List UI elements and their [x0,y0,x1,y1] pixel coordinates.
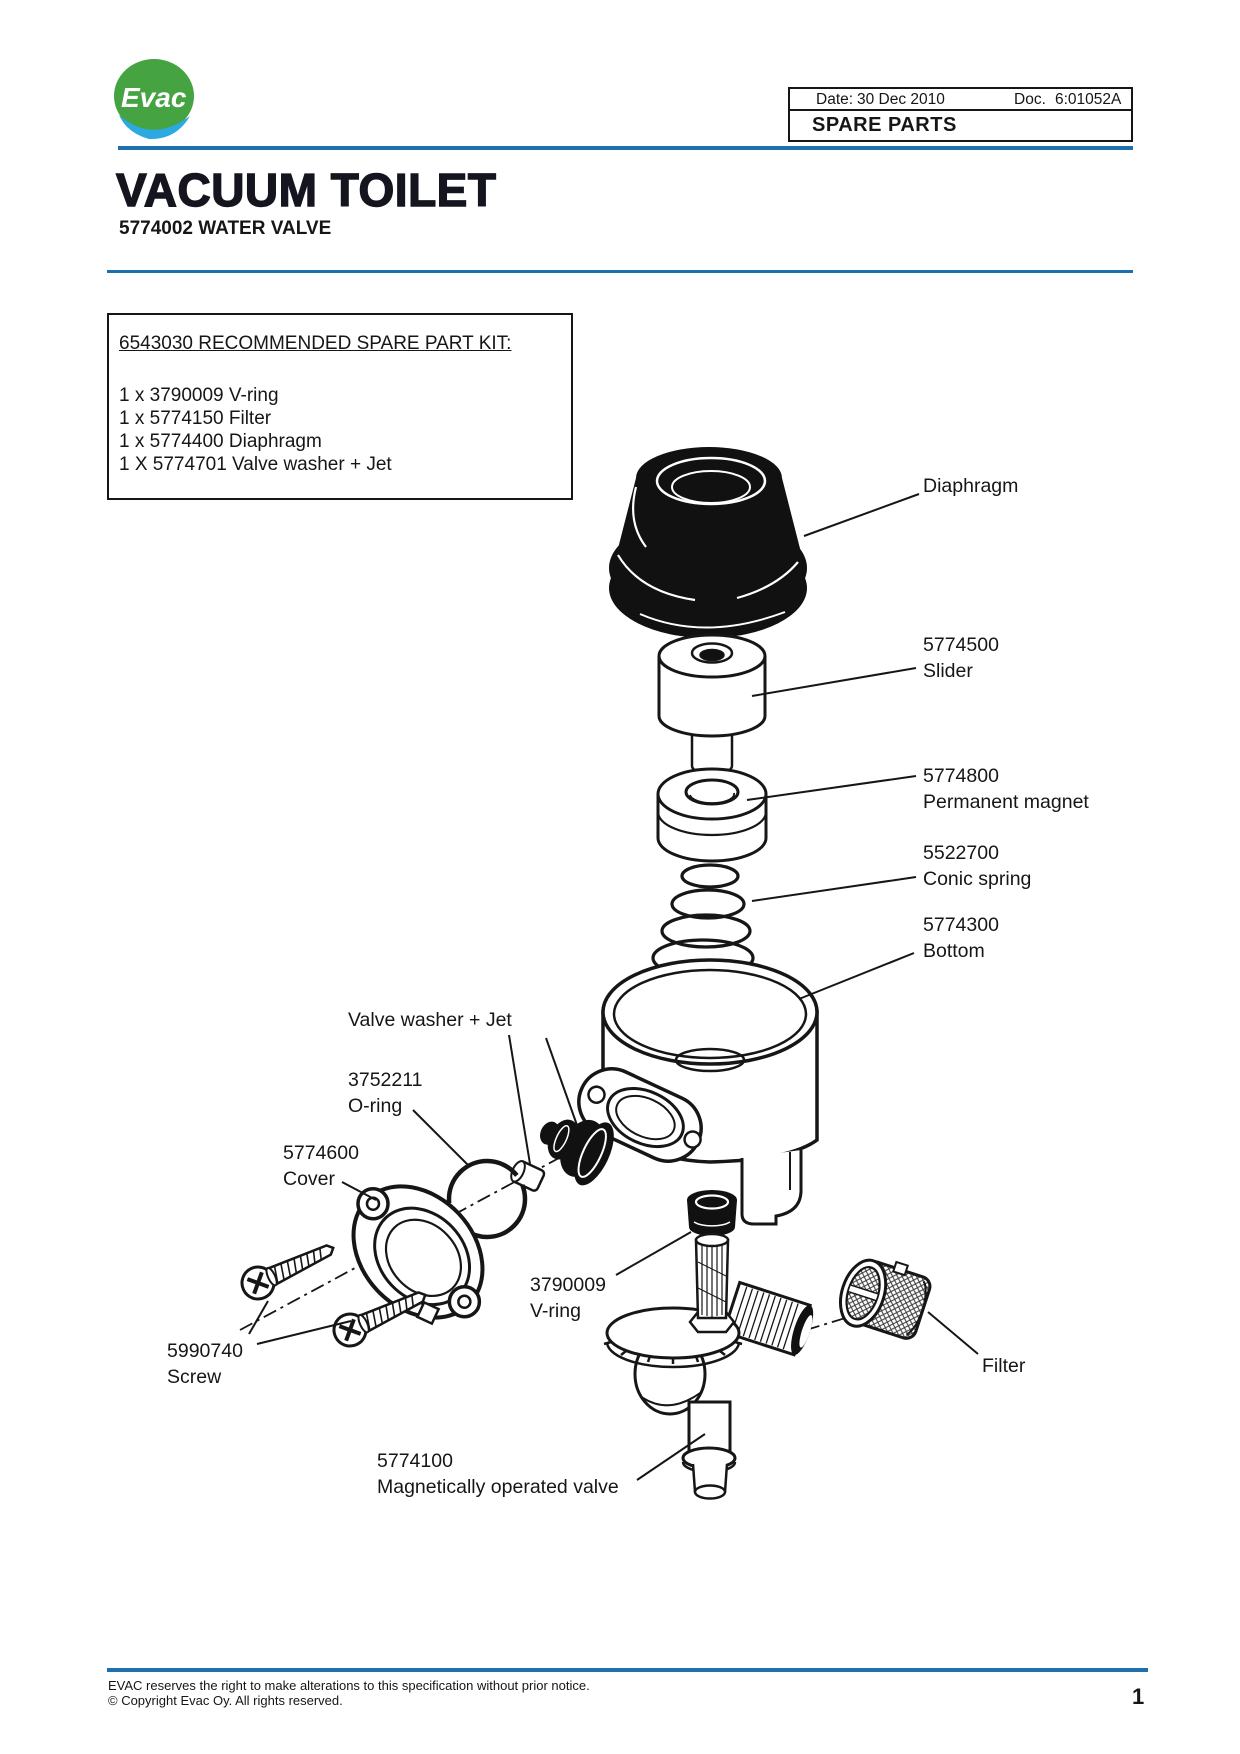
part-name: Slider [923,660,973,682]
part-name: Permanent magnet [923,791,1089,813]
label-cover: 5774600 Cover [283,1140,359,1192]
cover-part [351,1184,485,1320]
page-number: 1 [1132,1684,1145,1709]
screw-part [234,1231,342,1307]
header-divider-rule [118,146,1133,150]
label-filter: Filter [982,1353,1025,1379]
part-name: Screw [167,1366,222,1388]
label-valve: 5774100 Magnetically operated valve [377,1448,619,1500]
filter-part [839,1258,932,1340]
slider-part [657,633,767,776]
label-o-ring: 3752211 O-ring [348,1067,422,1119]
page-title: VACUUM TOILET [115,163,497,216]
footer-divider-rule [107,1668,1148,1672]
valve-part [603,1232,814,1500]
leader-lines [248,493,979,1481]
evac-logo: Evac [114,59,194,140]
label-valve-washer-jet: Valve washer + Jet [348,1007,512,1033]
part-name: Magnetically operated valve [377,1476,619,1498]
conic-spring-part [651,863,755,978]
permanent-magnet-part [656,767,768,863]
label-conic-spring: 5522700 Conic spring [923,840,1031,892]
o-ring-part [446,1158,528,1240]
part-number: 5774100 [377,1450,453,1472]
kit-item: 1 x 5774400 Diaphragm [119,431,322,452]
cover-tab [415,1300,441,1326]
doc-type-row: SPARE PARTS [790,111,1131,140]
kit-item: 1 X 5774701 Valve washer + Jet [119,454,392,475]
part-name: Bottom [923,940,985,962]
page-subtitle: 5774002 WATER VALVE [119,218,332,239]
label-permanent-magnet: 5774800 Permanent magnet [923,763,1089,815]
part-number: 3752211 [348,1069,423,1091]
title-divider-rule [107,270,1133,273]
v-ring-part [687,1190,737,1236]
doc-info-row: Date: 30 Dec 2010 Doc. 6:01052A [790,89,1131,111]
label-v-ring: 3790009 V-ring [530,1272,606,1324]
valve-washer-part [540,1119,614,1186]
part-name: Conic spring [923,868,1032,890]
part-number: 5774800 [923,765,999,787]
doc-info-box: Date: 30 Dec 2010 Doc. 6:01052A SPARE PA… [788,87,1133,142]
bottom-port-flange [577,1067,703,1163]
label-bottom: 5774300 Bottom [923,912,999,964]
doc-number-value: 6:01052A [1055,91,1122,108]
spare-kit-box: 6543030 RECOMMENDED SPARE PART KIT: 1 x … [107,313,573,500]
part-name: Valve washer + Jet [348,1009,512,1031]
kit-item: 1 x 5774150 Filter [119,408,272,429]
label-slider: 5774500 Slider [923,632,999,684]
doc-number-label: Doc. [1014,91,1046,108]
label-diaphragm: Diaphragm [923,473,1018,499]
part-name: O-ring [348,1095,403,1117]
part-name: V-ring [530,1300,581,1322]
kit-item: 1 x 3790009 V-ring [119,385,279,406]
part-number: 5990740 [167,1340,243,1362]
part-number: 5774300 [923,914,999,936]
label-screw: 5990740 Screw [167,1338,243,1390]
part-number: 5774600 [283,1142,359,1164]
logo-wordmark: Evac [121,82,187,113]
footer-copyright: © Copyright Evac Oy. All rights reserved… [108,1693,343,1708]
footer-disclaimer: EVAC reserves the right to make alterati… [108,1678,590,1693]
date-label: Date: [816,91,854,108]
part-number: 3790009 [530,1274,606,1296]
part-name: Cover [283,1168,336,1190]
date-value: 30 Dec 2010 [857,91,945,108]
part-name: Diaphragm [923,475,1019,497]
diaphragm-part [609,447,807,638]
logo-wave [119,115,190,140]
logo-green-oval [114,59,194,133]
doc-type: SPARE PARTS [812,114,957,136]
part-number: 5522700 [923,842,999,864]
part-number: 5774500 [923,634,999,656]
spare-kit-heading: 6543030 RECOMMENDED SPARE PART KIT: [119,333,512,354]
part-name: Filter [982,1355,1026,1377]
